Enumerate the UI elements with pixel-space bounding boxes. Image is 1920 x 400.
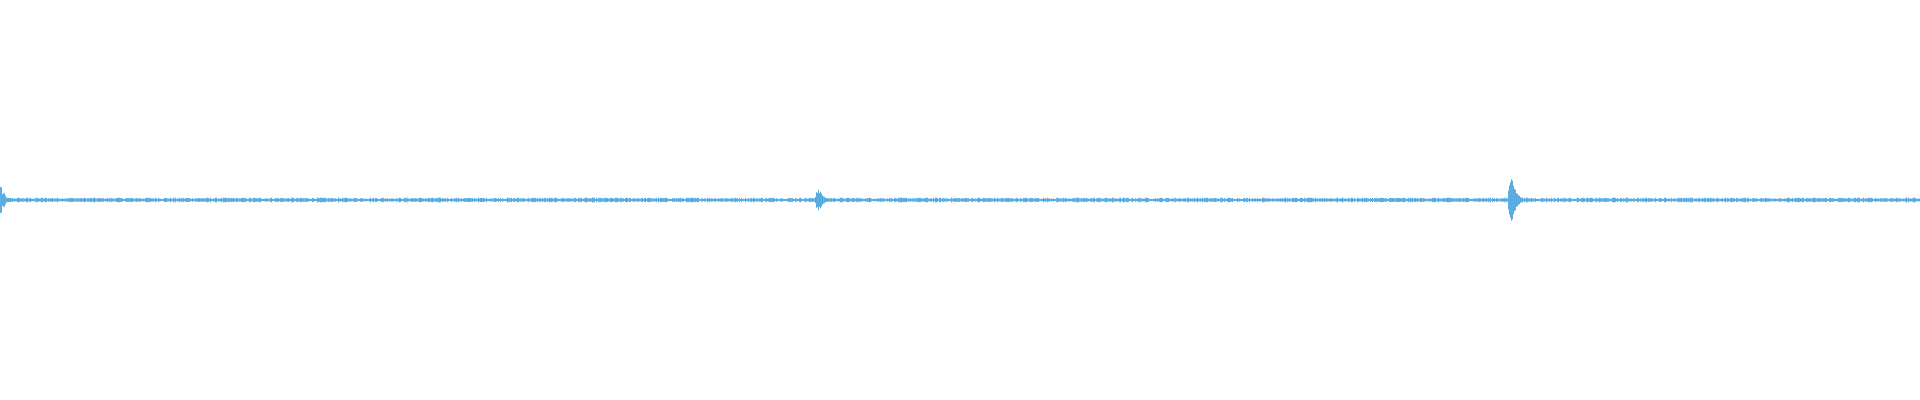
waveform-peak-1 — [0, 186, 22, 214]
waveform-peak-2 — [815, 189, 840, 211]
waveform-peak-3 — [1508, 179, 1533, 221]
waveform-baseline — [0, 197, 1920, 203]
waveform-peaks — [0, 179, 1533, 221]
